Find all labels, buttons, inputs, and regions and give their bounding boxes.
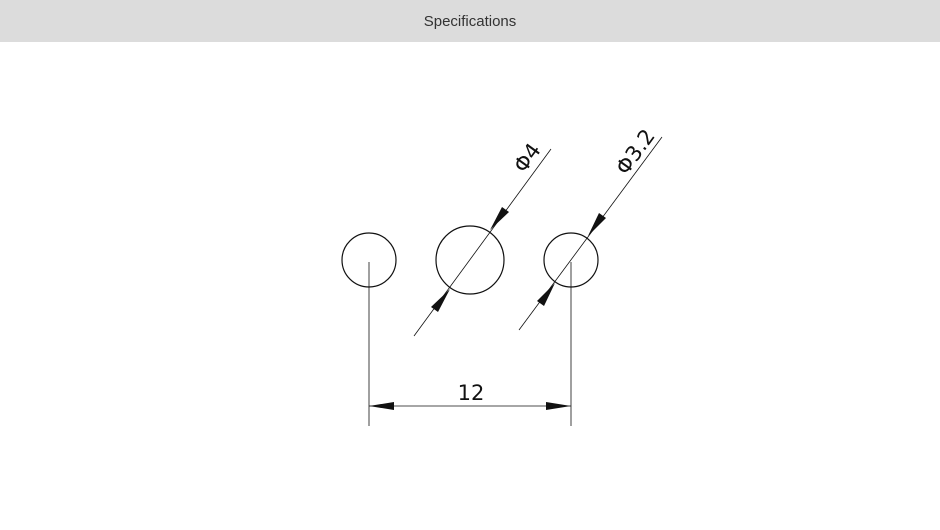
arrowhead-large-bottom	[431, 289, 450, 312]
arrowhead-small-top	[588, 213, 606, 236]
dimension-spacing-label: 12	[458, 381, 485, 405]
arrowhead-large-top	[490, 207, 509, 230]
header-title: Specifications	[423, 12, 517, 30]
arrowhead-left	[369, 402, 394, 410]
hole-middle	[435, 225, 505, 295]
arrowhead-small-bottom	[537, 283, 555, 306]
arrowhead-right	[546, 402, 571, 410]
dimension-small-diameter-label: Φ3.2	[611, 125, 660, 180]
header-bar: Specifications	[0, 0, 940, 42]
dimension-large-diameter-label: Φ4	[509, 139, 546, 177]
